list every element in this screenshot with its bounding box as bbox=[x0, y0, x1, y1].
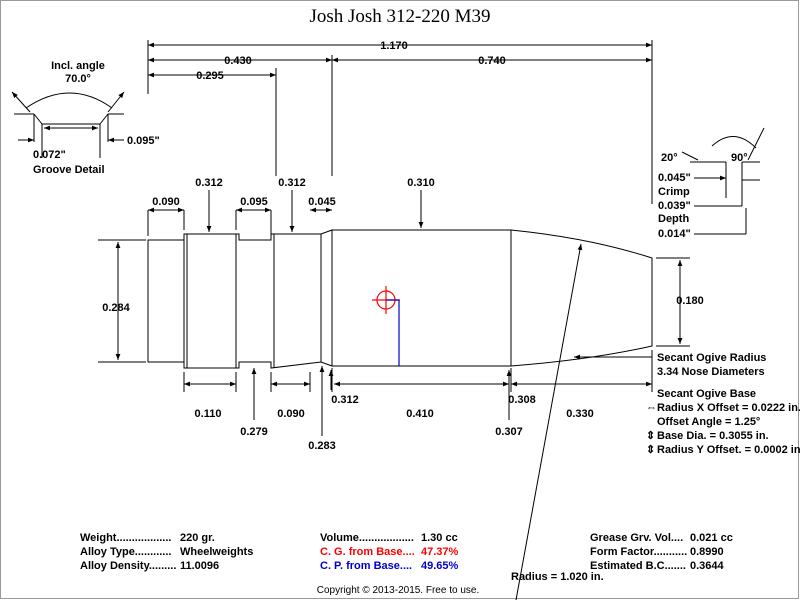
top-dimensions: 1.170 0.430 0.740 0.295 bbox=[147, 40, 653, 204]
dim-groove-width: 0.095 bbox=[240, 196, 268, 208]
ogive-nose bbox=[510, 229, 653, 367]
crimp-angle-1: 20° bbox=[661, 152, 678, 164]
form-factor-value: 0.8990 bbox=[690, 546, 724, 558]
weight-value: 220 gr. bbox=[180, 532, 215, 544]
dim-overall-length: 1.170 bbox=[380, 40, 408, 52]
secant-ogive-base-title: Secant Ogive Base bbox=[657, 388, 756, 400]
density-label: Alloy Density......... bbox=[80, 560, 176, 572]
groove-detail: Incl. angle 70.0° 0.072" 0.095" Groove D… bbox=[11, 60, 160, 176]
dim-meplat-dia: 0.180 bbox=[676, 295, 704, 307]
cg-value: 47.37% bbox=[421, 546, 459, 558]
crimp-length: 0.045" bbox=[658, 172, 691, 184]
groove-incl-angle-value: 70.0° bbox=[65, 73, 91, 85]
bc-value: 0.3644 bbox=[690, 560, 725, 572]
driving-bands bbox=[183, 229, 333, 369]
dim-front-length: 0.430 bbox=[224, 55, 252, 67]
dim-neck-dia: 0.279 bbox=[240, 426, 268, 438]
ud-arrow-icon-2: ⇕ bbox=[646, 444, 655, 456]
ud-arrow-icon: ⇕ bbox=[646, 430, 655, 442]
alloy-value: Wheelweights bbox=[180, 546, 253, 558]
ogive-radius-x-offset: Radius X Offset = 0.0222 in. bbox=[657, 402, 800, 414]
dim-crimp-length: 0.045 bbox=[308, 196, 336, 208]
upper-dimensions: 0.090 0.312 0.095 0.312 0.045 0.310 bbox=[147, 177, 435, 236]
groove-incl-angle-label: Incl. angle bbox=[51, 60, 105, 72]
dim-bearing-dia: 0.312 bbox=[331, 394, 359, 406]
cg-label: C. G. from Base.... bbox=[320, 546, 415, 558]
cp-value: 49.65% bbox=[421, 560, 459, 572]
bearing-body bbox=[331, 229, 512, 367]
dim-nose-length-2: 0.330 bbox=[566, 408, 594, 420]
crimp-angle-2: 90° bbox=[731, 152, 748, 164]
ogive-base-dia: Base Dia. = 0.3055 in. bbox=[657, 430, 769, 442]
cp-marker bbox=[386, 299, 400, 366]
ogive-radius-y-offset: Radius Y Offset. = 0.0002 in. bbox=[657, 444, 800, 456]
dim-body-length: 0.410 bbox=[406, 408, 434, 420]
alloy-label: Alloy Type............ bbox=[80, 546, 171, 558]
dim-band1-length: 0.110 bbox=[195, 408, 222, 420]
copyright: Copyright © 2013-2015. Free to use. bbox=[317, 585, 479, 596]
lower-dimensions: 0.110 0.279 0.090 0.283 0.312 0.410 0.30… bbox=[183, 350, 653, 452]
groove-width-bottom: 0.072" bbox=[33, 149, 66, 161]
dim-body-dia: 0.310 bbox=[407, 177, 435, 189]
dim-groove1-dia: 0.312 bbox=[195, 177, 223, 189]
groove-detail-caption: Groove Detail bbox=[33, 164, 105, 176]
ogive-radius-value: Radius = 1.020 in. bbox=[511, 571, 604, 583]
dim-band2-length: 0.090 bbox=[277, 408, 305, 420]
bullet-profile bbox=[147, 229, 653, 369]
volume-label: Volume.................. bbox=[320, 532, 414, 544]
heel-section bbox=[147, 239, 185, 363]
bc-label: Estimated B.C....... bbox=[590, 560, 686, 572]
dim-base-dia: 0.284 bbox=[102, 302, 130, 314]
ogive-offset-angle: Offset Angle = 1.25° bbox=[657, 416, 760, 428]
grease-label: Grease Grv. Vol.... bbox=[590, 532, 683, 544]
crimp-depth-value: 0.039" bbox=[658, 200, 691, 212]
lr-arrow-icon: ⇔ bbox=[646, 402, 657, 414]
crimp-depth-label: Depth bbox=[658, 213, 689, 225]
dim-base-length: 0.090 bbox=[152, 196, 180, 208]
weight-label: Weight.................. bbox=[80, 532, 171, 544]
groove-width-top: 0.095" bbox=[127, 135, 160, 147]
dim-ogive-start-dia: 0.308 bbox=[508, 394, 536, 406]
dim-nose-length: 0.740 bbox=[478, 55, 506, 67]
dim-lower-dia: 0.283 bbox=[308, 440, 336, 452]
ogive-radius: Secant Ogive Radius 3.34 Nose Diameters … bbox=[511, 243, 800, 600]
form-factor-label: Form Factor........... bbox=[590, 546, 687, 558]
crimp-detail: 20° 90° 0.045" Crimp 0.039" Depth 0.014" bbox=[658, 127, 765, 240]
dim-groove2-dia: 0.312 bbox=[278, 177, 306, 189]
volume-value: 1.30 cc bbox=[421, 532, 458, 544]
side-dimensions: 0.284 0.180 bbox=[98, 239, 704, 363]
specifications: Weight.................. 220 gr. Alloy T… bbox=[80, 532, 733, 572]
secant-ogive-nose-diameters: 3.34 Nose Diameters bbox=[657, 366, 765, 378]
dim-ogive-base-dia: 0.307 bbox=[495, 426, 523, 438]
drawing-title: Josh Josh 312-220 M39 bbox=[309, 6, 490, 27]
secant-ogive-radius-title: Secant Ogive Radius bbox=[657, 352, 766, 364]
cp-label: C. P. from Base.... bbox=[320, 560, 412, 572]
crimp-extra-value: 0.014" bbox=[658, 228, 691, 240]
grease-value: 0.021 cc bbox=[690, 532, 733, 544]
density-value: 11.0096 bbox=[180, 560, 219, 572]
crimp-label: Crimp bbox=[658, 186, 690, 198]
dim-groove-position: 0.295 bbox=[196, 70, 224, 82]
